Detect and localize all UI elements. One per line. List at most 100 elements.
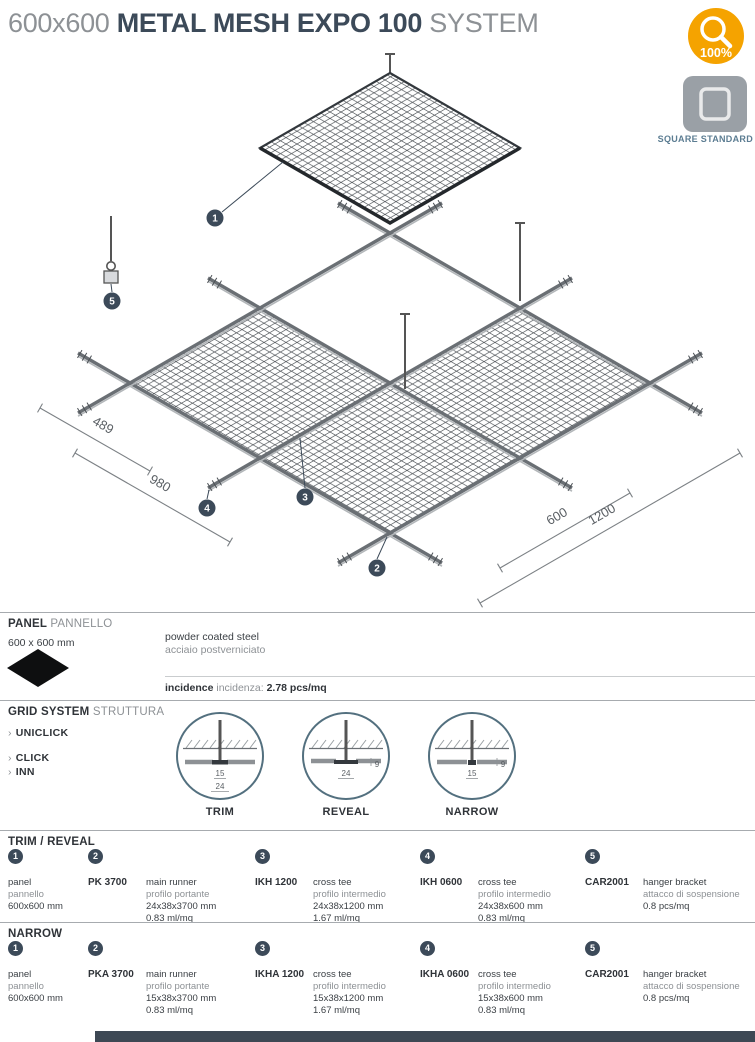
part-text: profilo intermedio xyxy=(313,889,386,900)
part-number-badge: 2 xyxy=(88,941,103,956)
part-code: IKHA 0600 xyxy=(420,969,470,980)
divider xyxy=(0,830,755,831)
reveal-section-diagram: 24 9 xyxy=(302,712,390,800)
part-text: 0.83 ml/mq xyxy=(478,1005,525,1016)
dim-15: 15 xyxy=(468,769,477,778)
callout-2: 2 xyxy=(368,536,388,577)
part-text: cross tee xyxy=(478,877,517,888)
part-code: PKA 3700 xyxy=(88,969,134,980)
callout-5: 5 xyxy=(103,283,121,310)
square-standard-badge xyxy=(683,76,747,137)
part-text: pannello xyxy=(8,981,44,992)
part-number-badge: 5 xyxy=(585,941,600,956)
part-text: 15x38x1200 mm xyxy=(313,993,384,1004)
profile-label: NARROW xyxy=(445,806,499,818)
profile-reveal: 24 9 REVEAL xyxy=(298,710,394,818)
dim-9: 9 xyxy=(501,760,506,769)
part-number-badge: 4 xyxy=(420,941,435,956)
part-text: profilo intermedio xyxy=(478,889,551,900)
trim-section-diagram: 15 24 xyxy=(176,712,264,800)
part-text: cross tee xyxy=(313,877,352,888)
part-text: main runner xyxy=(146,877,197,888)
panel-material-it: acciaio postverniciato xyxy=(165,644,266,656)
panel-diamond-icon xyxy=(6,648,70,693)
panel-incidence: incidence incidenza: 2.78 pcs/mq xyxy=(165,682,327,694)
part-number-badge: 1 xyxy=(8,941,23,956)
divider xyxy=(0,922,755,923)
callout-3: 3 xyxy=(296,437,314,506)
part-text: 15x38x3700 mm xyxy=(146,993,217,1004)
callout-1: 1 xyxy=(206,161,284,227)
part-text: 1.67 ml/mq xyxy=(313,913,360,924)
svg-text:3: 3 xyxy=(302,493,308,504)
part-text: 24x38x600 mm xyxy=(478,901,543,912)
hanger-rods xyxy=(400,222,525,389)
part-number-badge: 2 xyxy=(88,849,103,864)
part-number-badge: 3 xyxy=(255,849,270,864)
part-code: IKH 1200 xyxy=(255,877,298,888)
dim-15: 15 xyxy=(216,769,225,778)
panel-section-title: PANEL PANNELLO xyxy=(8,618,113,630)
svg-text:1: 1 xyxy=(212,214,218,225)
system-item-uniclick: ›UNICLICK xyxy=(8,727,69,739)
part-number-badge: 3 xyxy=(255,941,270,956)
magnifier-icon xyxy=(700,16,733,49)
dim-24: 24 xyxy=(342,769,351,778)
standard-label: SQUARE STANDARD xyxy=(657,134,753,144)
part-code: IKH 0600 xyxy=(420,877,463,888)
part-text: 0.8 pcs/mq xyxy=(643,993,690,1004)
dim-24: 24 xyxy=(216,782,225,791)
dim-label-489: 489 xyxy=(90,413,116,437)
part-number-badge: 4 xyxy=(420,849,435,864)
title-size: 600x600 xyxy=(8,8,110,38)
narrow-section-diagram: 15 9 xyxy=(428,712,516,800)
part-text: profilo portante xyxy=(146,889,210,900)
part-text: panel xyxy=(8,969,32,980)
system-item-click: ›CLICK xyxy=(8,752,50,764)
zoom-100-badge: 100% xyxy=(687,7,745,70)
system-item-inn: ›INN xyxy=(8,766,35,778)
part-text: cross tee xyxy=(478,969,517,980)
part-text: 0.83 ml/mq xyxy=(478,913,525,924)
part-text: profilo intermedio xyxy=(478,981,551,992)
part-text: 24x38x1200 mm xyxy=(313,901,384,912)
callout-4: 4 xyxy=(198,489,216,517)
divider xyxy=(0,612,755,613)
profile-label: TRIM xyxy=(205,806,235,818)
dim-label-1200: 1200 xyxy=(585,500,618,527)
part-text: main runner xyxy=(146,969,197,980)
dimension-lines xyxy=(37,403,743,608)
panel-size: 600 x 600 mm xyxy=(8,637,75,649)
dim-9: 9 xyxy=(375,760,380,769)
title-product: METAL MESH EXPO 100 xyxy=(116,8,423,38)
part-text: 1.67 ml/mq xyxy=(313,1005,360,1016)
part-text: attacco di sospensione xyxy=(643,981,740,992)
part-code: CAR2001 xyxy=(585,969,629,980)
part-text: profilo intermedio xyxy=(313,981,386,992)
divider xyxy=(0,700,755,701)
floating-panel xyxy=(257,53,523,226)
parts-table-title: TRIM / REVEAL xyxy=(8,836,95,848)
part-number-badge: 5 xyxy=(585,849,600,864)
chevron-icon: › xyxy=(8,766,12,778)
profile-trim: 15 24 TRIM xyxy=(172,710,268,818)
part-code: CAR2001 xyxy=(585,877,629,888)
dim-label-980: 980 xyxy=(147,471,173,495)
gray-rounded-square xyxy=(683,76,747,132)
chevron-icon: › xyxy=(8,727,12,739)
svg-text:2: 2 xyxy=(374,564,380,575)
